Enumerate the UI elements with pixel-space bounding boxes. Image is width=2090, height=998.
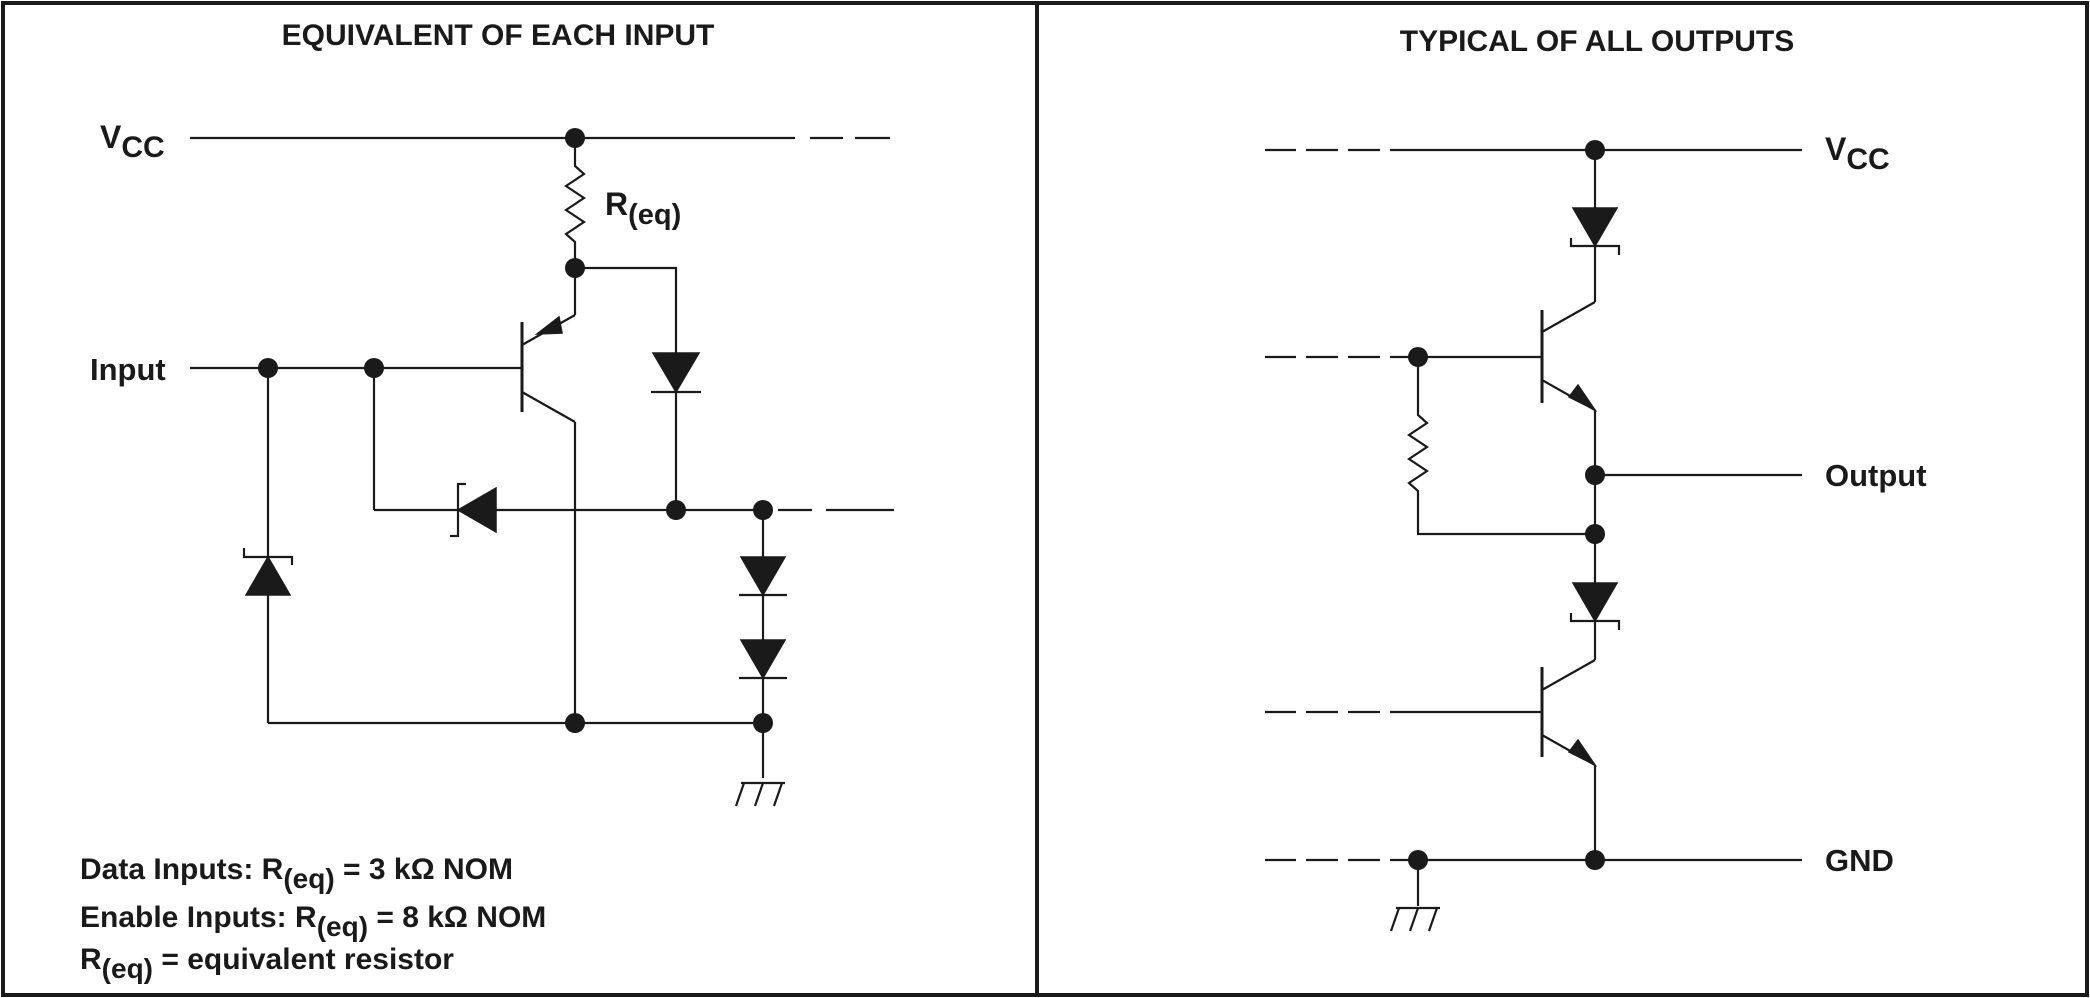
req-resistor	[564, 138, 586, 268]
wire-to-diode-left	[575, 266, 678, 353]
output-typical-panel: TYPICAL OF ALL OUTPUTS VCC	[1265, 25, 1927, 932]
note-req-definition: R(eq) = equivalent resistor	[80, 943, 454, 984]
emitter-node	[1585, 524, 1605, 544]
series-diode-1	[739, 556, 787, 597]
input-transistor	[520, 268, 577, 723]
note-enable-inputs: Enable Inputs: R(eq) = 8 kΩ NOM	[80, 901, 546, 942]
input-equivalent-panel: EQUIVALENT OF EACH INPUT VCC R(eq)	[80, 19, 894, 984]
schottky-diode-bottom	[1571, 582, 1619, 623]
output-label: Output	[1825, 458, 1927, 493]
clamp-node-1	[666, 500, 686, 520]
ground-node-1	[565, 713, 585, 733]
ground-symbol-left	[734, 781, 785, 807]
base-resistor	[1407, 357, 1595, 536]
gnd-label: GND	[1825, 843, 1894, 878]
note-data-inputs: Data Inputs: R(eq) = 3 kΩ NOM	[80, 853, 513, 894]
schottky-diode-up	[244, 555, 292, 596]
vcc-label-left: VCC	[100, 119, 165, 164]
schottky-diode-top	[1571, 207, 1619, 248]
lower-output-transistor	[1540, 659, 1598, 860]
output-node	[1585, 465, 1605, 485]
schottky-bar-left	[450, 482, 466, 538]
series-diode-2	[739, 639, 787, 680]
input-label: Input	[90, 352, 166, 387]
gnd-node-2	[1585, 850, 1605, 870]
upper-output-transistor	[1540, 301, 1598, 583]
ground-symbol-right	[1389, 906, 1440, 932]
diode-down-left	[651, 352, 701, 394]
schottky-diode-left	[456, 486, 497, 534]
output-panel-title: TYPICAL OF ALL OUTPUTS	[1400, 25, 1794, 58]
req-label: R(eq)	[605, 186, 681, 231]
input-panel-title: EQUIVALENT OF EACH INPUT	[282, 19, 715, 52]
vcc-label-right: VCC	[1825, 131, 1890, 176]
